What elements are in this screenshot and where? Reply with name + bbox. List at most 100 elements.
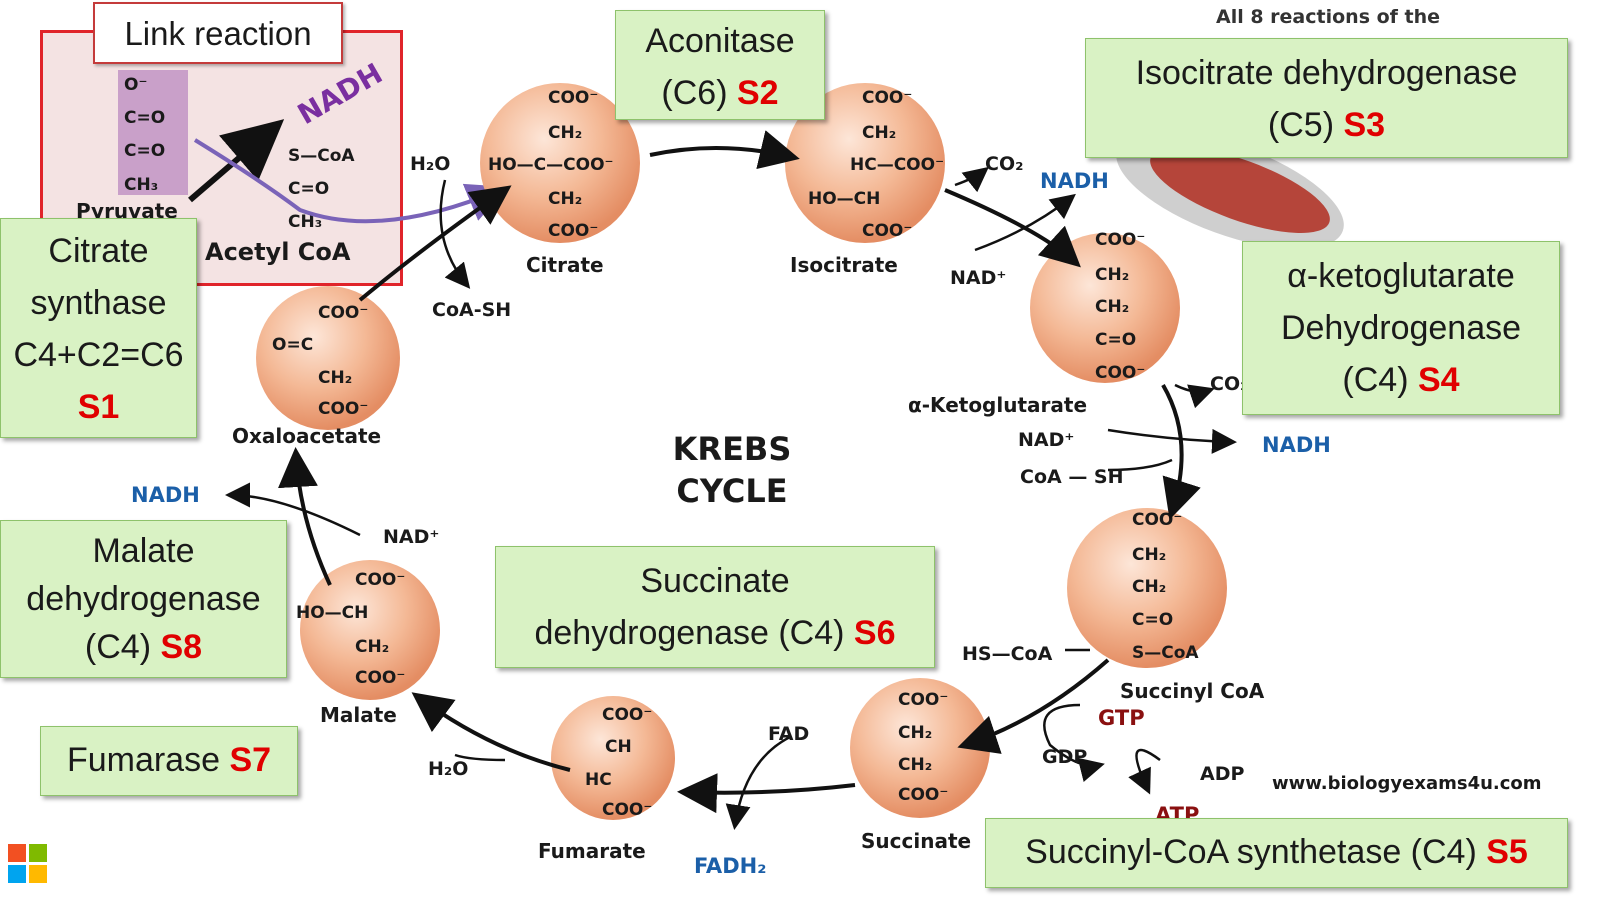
coash-label: CoA-SH — [432, 299, 511, 321]
acetyl-coa-label: Acetyl CoA — [205, 238, 351, 266]
cycle-title: KREBS CYCLE — [642, 428, 822, 512]
succinate-dh-step: S6 — [853, 614, 896, 652]
aconitase-line1: Aconitase — [645, 22, 795, 60]
aconitase-step: S2 — [736, 74, 779, 112]
svg-text:CH₂: CH₂ — [318, 368, 352, 388]
citrate-synthase-step: S1 — [77, 388, 120, 426]
pyruvate-highlight — [118, 70, 188, 195]
akg-dh-step: S4 — [1417, 361, 1460, 399]
nad-2-label: NAD⁺ — [1018, 429, 1074, 451]
svg-text:CH₂: CH₂ — [1132, 545, 1166, 565]
fumarase-line1: Fumarase — [66, 741, 220, 779]
nadh-3-label: NADH — [131, 483, 200, 507]
svg-text:COO⁻: COO⁻ — [318, 399, 368, 419]
svg-text:CH₂: CH₂ — [898, 755, 932, 775]
svg-text:COO⁻: COO⁻ — [318, 303, 368, 323]
svg-text:HC—COO⁻: HC—COO⁻ — [850, 155, 944, 175]
succinate-dh-line1: Succinate — [640, 562, 790, 600]
svg-text:CH₃: CH₃ — [124, 175, 158, 195]
gtp-label: GTP — [1098, 706, 1145, 730]
svg-text:C=O: C=O — [124, 141, 165, 161]
malate-dh-line2: dehydrogenase — [26, 580, 261, 618]
aconitase-line2: (C6) — [661, 74, 728, 112]
svg-text:C=O: C=O — [288, 179, 329, 199]
succinyl-coa-synthetase-step: S5 — [1486, 833, 1528, 871]
svg-text:CH₂: CH₂ — [355, 637, 389, 657]
succinyl-coa-label: Succinyl CoA — [1120, 679, 1265, 703]
co2-1-label: CO₂ — [985, 153, 1023, 175]
svg-text:COO⁻: COO⁻ — [862, 221, 912, 241]
malate-dh-step: S8 — [160, 628, 203, 666]
svg-text:S—CoA: S—CoA — [288, 146, 355, 166]
adp-label: ADP — [1200, 763, 1244, 785]
isocitrate-dh-line1: Isocitrate dehydrogenase — [1135, 54, 1518, 92]
svg-text:CH₂: CH₂ — [862, 123, 896, 143]
nadh-2-label: NADH — [1262, 433, 1331, 457]
citrate-label: Citrate — [526, 253, 604, 277]
oxaloacetate-label: Oxaloacetate — [232, 424, 381, 448]
h2o-bottom-label: H₂O — [428, 758, 468, 780]
svg-text:COO⁻: COO⁻ — [1132, 510, 1182, 530]
co2-2-label: CO₂ — [1210, 373, 1248, 395]
svg-text:COO⁻: COO⁻ — [1095, 230, 1145, 250]
svg-text:O=C: O=C — [272, 335, 313, 355]
fumarate-label: Fumarate — [538, 839, 646, 863]
svg-text:COO⁻: COO⁻ — [355, 570, 405, 590]
svg-text:CH₂: CH₂ — [548, 123, 582, 143]
svg-text:COO⁻: COO⁻ — [355, 668, 405, 688]
svg-text:O⁻: O⁻ — [124, 75, 147, 95]
malate-dh-line1: Malate — [92, 532, 195, 570]
svg-text:CH₂: CH₂ — [548, 189, 582, 209]
succinate-dh-line2: dehydrogenase (C4) — [534, 614, 845, 652]
hs-coa-label: HS—CoA — [962, 643, 1053, 665]
fumarase-step: S7 — [229, 741, 272, 779]
windows-logo-icon — [8, 844, 48, 884]
svg-text:HO—CH: HO—CH — [296, 603, 368, 623]
malate-dh-box: Malate dehydrogenase (C4) S8 — [0, 520, 287, 678]
link-reaction-title: Link reaction — [93, 2, 343, 64]
corner-caption: All 8 reactions of the — [1216, 6, 1441, 28]
svg-text:C=O: C=O — [1095, 330, 1136, 350]
citrate-synthase-line2: synthase — [30, 284, 167, 322]
akg-dh-line3: (C4) — [1342, 361, 1409, 399]
isocitrate-dh-box: Isocitrate dehydrogenase (C5) S3 — [1085, 38, 1568, 158]
alpha-kg-label: α-Ketoglutarate — [908, 393, 1087, 417]
coa-sh-2-label: CoA — SH — [1020, 466, 1124, 488]
svg-text:S—CoA: S—CoA — [1132, 643, 1199, 663]
nad-1-label: NAD⁺ — [950, 267, 1006, 289]
akg-dh-line1: α-ketoglutarate — [1287, 257, 1515, 295]
h2o-top-label: H₂O — [410, 153, 450, 175]
nad-3-label: NAD⁺ — [383, 526, 439, 548]
fad-label: FAD — [768, 723, 809, 745]
malate-label: Malate — [320, 703, 397, 727]
svg-text:CH₂: CH₂ — [1132, 577, 1166, 597]
akg-dh-box: α-ketoglutarate Dehydrogenase (C4) S4 — [1242, 241, 1560, 415]
aconitase-box: Aconitase (C6) S2 — [615, 10, 825, 120]
succinyl-coa-synthetase-line1: Succinyl-CoA synthetase (C4) — [1025, 833, 1477, 871]
succinate-dh-box: Succinate dehydrogenase (C4) S6 — [495, 546, 935, 668]
svg-text:CH₂: CH₂ — [1095, 265, 1129, 285]
svg-text:COO⁻: COO⁻ — [548, 221, 598, 241]
svg-text:HO—CH: HO—CH — [808, 189, 880, 209]
mitochondrion-image — [1116, 131, 1344, 249]
svg-text:COO⁻: COO⁻ — [602, 705, 652, 725]
svg-text:COO⁻: COO⁻ — [602, 800, 652, 820]
citrate-synthase-box: Citrate synthase C4+C2=C6 S1 — [0, 218, 197, 438]
malate-sphere: COO⁻ HO—CH CH₂ COO⁻ — [296, 560, 440, 700]
svg-text:HO—C—COO⁻: HO—C—COO⁻ — [488, 155, 614, 175]
side-arrows — [225, 166, 1237, 830]
fumarase-box: Fumarase S7 — [40, 726, 298, 796]
svg-text:COO⁻: COO⁻ — [898, 785, 948, 805]
acetyl-coa-structure: S—CoA C=O CH₃ — [288, 146, 355, 232]
svg-text:C=O: C=O — [124, 108, 165, 128]
svg-text:COO⁻: COO⁻ — [1095, 363, 1145, 383]
nadh-1-label: NADH — [1040, 169, 1109, 193]
citrate-synthase-line1: Citrate — [48, 232, 149, 270]
website-credit: www.biologyexams4u.com — [1272, 773, 1542, 794]
